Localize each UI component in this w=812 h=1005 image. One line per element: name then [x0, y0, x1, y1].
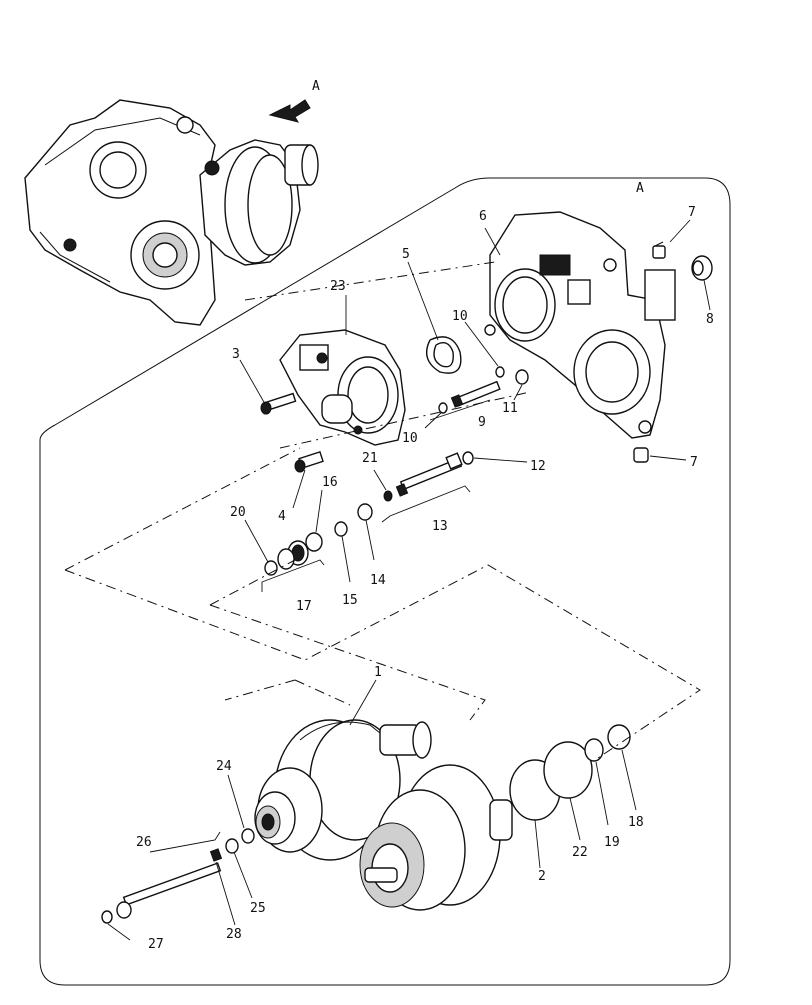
- callout-25: 25: [250, 901, 266, 916]
- callout-2: 2: [538, 869, 546, 884]
- ring-part-24: [241, 828, 255, 844]
- bolt-part-4: [294, 450, 324, 473]
- view-marker-A: A: [312, 79, 320, 94]
- main-cover-part-6: [484, 211, 676, 439]
- plug-part-7-bottom: [633, 447, 649, 463]
- callout-18: 18: [628, 815, 644, 830]
- callout-4: 4: [278, 509, 286, 524]
- shaft-part-26: [116, 848, 223, 919]
- callout-16: 16: [322, 475, 338, 490]
- callout-19: 19: [604, 835, 620, 850]
- o-ring-part-10-lower: [438, 402, 448, 414]
- ring-part-27: [101, 910, 113, 924]
- plug-part-7-top: [652, 241, 666, 259]
- overview-assembly: A: [24, 79, 320, 326]
- callout-26: 26: [136, 835, 152, 850]
- callout-9: 9: [478, 415, 486, 430]
- callout-24: 24: [216, 759, 232, 774]
- valve-block-part-23: [279, 329, 406, 446]
- shaft-part-13: [395, 452, 463, 497]
- o-ring-part-10-upper: [495, 366, 505, 378]
- ring-part-11: [515, 369, 529, 385]
- callout-11: 11: [502, 401, 518, 416]
- callout-23: 23: [330, 279, 346, 294]
- detail-marker-A: A: [636, 181, 644, 196]
- callout-5: 5: [402, 247, 410, 262]
- callout-20: 20: [230, 505, 246, 520]
- callout-13: 13: [432, 519, 448, 534]
- callout-10a: 10: [452, 309, 468, 324]
- callout-17: 17: [296, 599, 312, 614]
- callout-22: 22: [572, 845, 588, 860]
- bolt-part-3: [260, 392, 297, 415]
- pin-part-9: [450, 380, 501, 408]
- callout-7b: 7: [690, 455, 698, 470]
- coupling-part-17: [277, 540, 309, 570]
- callout-10b: 10: [402, 431, 418, 446]
- callout-7a: 7: [688, 205, 696, 220]
- ring-part-15: [334, 521, 348, 537]
- callout-3: 3: [232, 347, 240, 362]
- callout-28: 28: [226, 927, 242, 942]
- leader-lines: [107, 219, 711, 941]
- callout-21: 21: [362, 451, 378, 466]
- callout-12: 12: [530, 459, 546, 474]
- callout-8: 8: [706, 312, 714, 327]
- ring-part-16: [305, 532, 323, 552]
- ring-part-19: [584, 738, 604, 762]
- detail-frame: [39, 177, 731, 986]
- o-ring-part-12: [462, 451, 474, 465]
- callout-1: 1: [374, 665, 382, 680]
- shim-part-22: [543, 741, 593, 799]
- callout-labels: 1 2 3 4 5 6 7 7 8 9 10 10 11 12 13 14 15…: [136, 205, 714, 952]
- ring-part-25: [225, 838, 239, 854]
- pulley-assembly-part-1: [254, 719, 513, 911]
- callout-14: 14: [370, 573, 386, 588]
- ring-part-18: [607, 724, 631, 750]
- callout-15: 15: [342, 593, 358, 608]
- callout-6: 6: [479, 209, 487, 224]
- callout-27: 27: [148, 937, 164, 952]
- ring-part-21: [383, 490, 393, 502]
- washer-part-14: [357, 503, 373, 521]
- snap-ring-part-5: [426, 336, 462, 374]
- nut-part-8: [691, 255, 713, 281]
- alignment-lines: [64, 261, 701, 761]
